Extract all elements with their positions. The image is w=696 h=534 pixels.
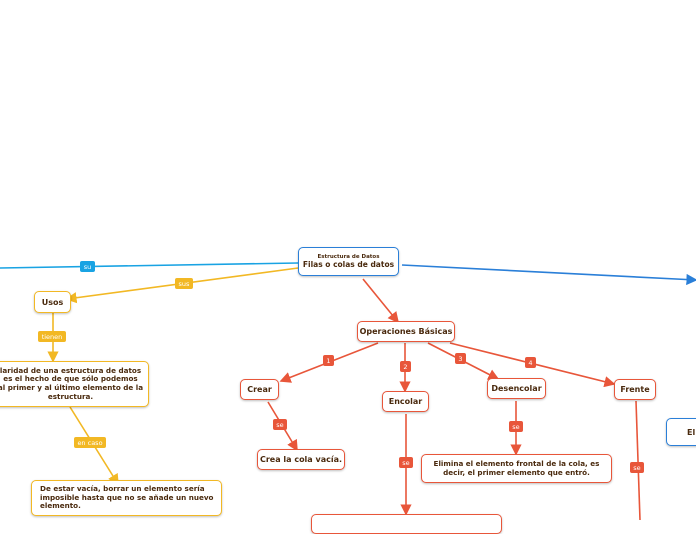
root-subtitle: Estructura de Datos xyxy=(317,253,380,260)
edge-label-4: 4 xyxy=(525,357,536,368)
node-crear-desc[interactable]: Crea la cola vacía. xyxy=(257,449,345,470)
node-operaciones-basicas[interactable]: Operaciones Básicas xyxy=(357,321,455,342)
edge-root-to-left xyxy=(0,262,299,269)
root-node[interactable]: Estructura de Datos Filas o colas de dat… xyxy=(298,247,399,276)
edge-label-2: 2 xyxy=(400,361,411,372)
edge-label-en-caso: en caso xyxy=(74,437,106,448)
node-desencolar-desc[interactable]: Elimina el elemento frontal de la cola, … xyxy=(421,454,612,483)
node-vacia[interactable]: De estar vacía, borrar un elemento sería… xyxy=(31,480,222,516)
edge-label-3: 3 xyxy=(455,353,466,364)
node-encolar[interactable]: Encolar xyxy=(382,391,429,412)
root-title: Filas o colas de datos xyxy=(302,259,395,269)
node-usos[interactable]: Usos xyxy=(34,291,71,313)
edge-root-to-operaciones xyxy=(362,278,400,324)
edge-frente-down xyxy=(635,400,641,520)
node-crear[interactable]: Crear xyxy=(240,379,279,400)
edge-label-su: su xyxy=(80,261,95,272)
edge-label-se-frente: se xyxy=(630,462,644,473)
node-desencolar[interactable]: Desencolar xyxy=(487,378,546,399)
edge-label-se-crear: se xyxy=(273,419,287,430)
node-frente[interactable]: Frente xyxy=(614,379,656,400)
edge-label-1: 1 xyxy=(323,355,334,366)
edge-label-se-encolar: se xyxy=(399,457,413,468)
edge-label-se-desencolar: se xyxy=(509,421,523,432)
edge-label-sus: sus xyxy=(175,278,193,289)
edge-label-tienen: tienen xyxy=(38,331,66,342)
node-encolar-desc-partial[interactable] xyxy=(311,514,502,534)
edge-root-to-right xyxy=(401,264,696,286)
node-right-partial[interactable]: El xyxy=(666,418,696,446)
node-particularidad[interactable]: laridad de una estructura de datos es el… xyxy=(0,361,149,407)
